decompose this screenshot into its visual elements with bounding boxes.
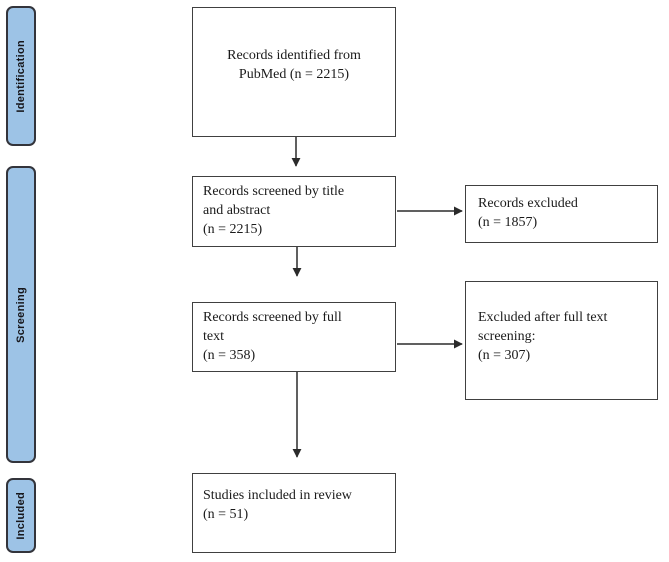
box-text-line: and abstract (203, 203, 271, 218)
box-text-line: Excluded after full text (478, 310, 608, 325)
box-records-screened-title-abstract: Records screened by title and abstract (… (192, 176, 396, 247)
box-text-line: (n = 51) (203, 507, 249, 522)
box-text-line: (n = 2215) (203, 222, 263, 237)
box-text-line: (n = 1857) (478, 215, 538, 230)
stage-bar-screening: Screening (6, 166, 36, 463)
box-records-excluded: Records excluded (n = 1857) (465, 185, 658, 243)
box-text-line: Records identified from (227, 48, 361, 63)
box-text-line: Records screened by full (203, 310, 342, 325)
stage-bar-included: Included (6, 478, 36, 553)
box-studies-included: Studies included in review (n = 51) (192, 473, 396, 553)
box-text-line: (n = 307) (478, 348, 531, 363)
box-text-line: (n = 358) (203, 348, 256, 363)
stage-bar-identification: Identification (6, 6, 36, 146)
stage-label-identification: Identification (15, 39, 27, 113)
box-text-line: PubMed (n = 2215) (238, 67, 350, 82)
box-text-line: Records screened by title (203, 184, 345, 199)
box-excluded-after-full-text: Excluded after full text screening: (n =… (465, 281, 658, 400)
box-records-screened-full-text: Records screened by full text (n = 358) (192, 302, 396, 372)
stage-label-included: Included (15, 491, 27, 540)
box-records-identified: Records identified from PubMed (n = 2215… (192, 7, 396, 137)
box-text-line: Studies included in review (203, 488, 352, 503)
box-text-line: screening: (478, 329, 536, 344)
box-text-line: Records excluded (478, 196, 578, 211)
stage-label-screening: Screening (15, 286, 27, 343)
box-text-line: text (203, 329, 224, 344)
